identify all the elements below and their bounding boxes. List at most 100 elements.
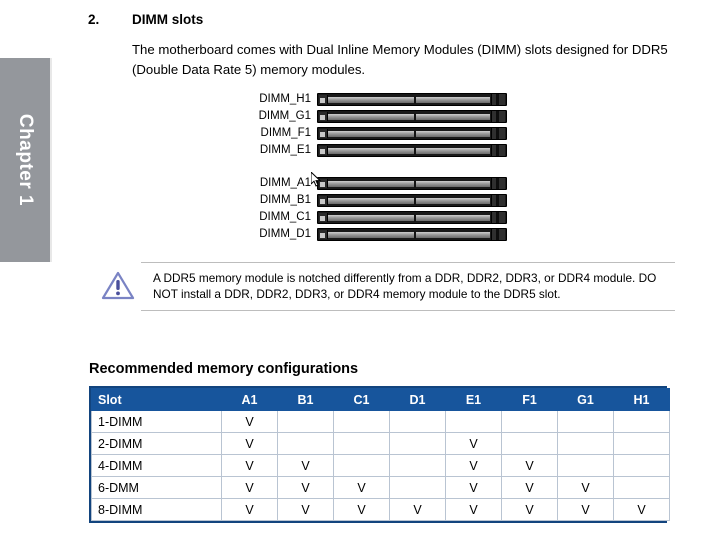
config-cell: V — [221, 476, 278, 499]
dimm-slot-rail — [328, 232, 490, 238]
config-cell — [445, 410, 502, 433]
dimm-slot-label: DIMM_G1 — [258, 110, 311, 122]
note-box: A DDR5 memory module is notched differen… — [95, 262, 675, 311]
config-cell: V — [221, 454, 278, 477]
config-cell: V — [333, 476, 390, 499]
dimm-slot-row: DIMM_A1 — [255, 176, 515, 191]
dimm-slot-notch — [413, 231, 416, 239]
config-cell — [389, 432, 446, 455]
dimm-group-bottom: DIMM_A1 DIMM_B1 DIMM_C1 — [255, 176, 515, 242]
table-row: 2-DIMM V V — [91, 432, 670, 455]
dimm-slot-rail — [328, 181, 490, 187]
dimm-slot-graphic — [317, 127, 507, 140]
memory-config-table: Slot A1 B1 C1 D1 E1 F1 G1 H1 1-DIMM V — [91, 388, 670, 521]
config-cell: V — [277, 498, 334, 521]
dimm-slot-graphic — [317, 177, 507, 190]
config-cell — [389, 410, 446, 433]
dimm-slot-clip-left — [319, 230, 328, 239]
config-cell — [389, 476, 446, 499]
dimm-slot-clip-left — [319, 179, 328, 188]
dimm-slot-rail — [328, 97, 490, 103]
table-heading: Recommended memory configurations — [89, 361, 359, 377]
config-cell: V — [445, 498, 502, 521]
config-cell: V — [557, 498, 614, 521]
config-cell: V — [557, 476, 614, 499]
dimm-slot-graphic — [317, 110, 507, 123]
config-cell: V — [221, 410, 278, 433]
config-cell — [333, 410, 390, 433]
memory-config-table-wrapper: Slot A1 B1 C1 D1 E1 F1 G1 H1 1-DIMM V — [89, 386, 670, 523]
dimm-slot-clip-right — [491, 145, 505, 156]
page-title: 2. DIMM slots — [88, 12, 688, 30]
config-cell: V — [221, 432, 278, 455]
table-header-b1: B1 — [277, 388, 334, 411]
table-header-d1: D1 — [389, 388, 446, 411]
chapter-tab: Chapter 1 — [0, 58, 52, 262]
dimm-slot-notch — [413, 180, 416, 188]
config-cell — [557, 454, 614, 477]
warning-triangle-icon — [95, 262, 141, 301]
chapter-tab-label: Chapter 1 — [15, 113, 37, 207]
dimm-slot-clip-right — [491, 178, 505, 189]
dimm-slot-row: DIMM_E1 — [255, 143, 515, 158]
dimm-slot-row: DIMM_F1 — [255, 126, 515, 141]
section-number: 2. — [88, 12, 100, 27]
config-name: 8-DIMM — [91, 498, 222, 521]
table-header-g1: G1 — [557, 388, 614, 411]
dimm-slot-rail — [328, 198, 490, 204]
config-cell — [277, 432, 334, 455]
config-cell — [557, 432, 614, 455]
table-row: 8-DIMM V V V V V V V V — [91, 498, 670, 521]
config-cell — [501, 410, 558, 433]
config-cell: V — [613, 498, 670, 521]
config-cell: V — [501, 476, 558, 499]
dimm-slot-graphic — [317, 144, 507, 157]
dimm-slot-notch — [413, 214, 416, 222]
config-cell — [389, 454, 446, 477]
dimm-slot-row: DIMM_G1 — [255, 109, 515, 124]
note-content: A DDR5 memory module is notched differen… — [141, 262, 675, 311]
table-header-row: Slot A1 B1 C1 D1 E1 F1 G1 H1 — [91, 388, 670, 411]
dimm-group-top: DIMM_H1 DIMM_G1 DIMM_F1 — [255, 92, 515, 158]
dimm-slot-rail — [328, 148, 490, 154]
dimm-slot-clip-right — [491, 212, 505, 223]
dimm-slot-graphic — [317, 194, 507, 207]
dimm-slot-label: DIMM_D1 — [259, 228, 311, 240]
dimm-slot-clip-right — [491, 94, 505, 105]
dimm-slot-label: DIMM_A1 — [259, 177, 311, 189]
section-body-text: The motherboard comes with Dual Inline M… — [132, 42, 668, 77]
dimm-slot-label: DIMM_F1 — [260, 127, 311, 139]
dimm-slot-graphic — [317, 211, 507, 224]
config-cell — [613, 476, 670, 499]
config-cell: V — [501, 454, 558, 477]
config-cell — [501, 432, 558, 455]
config-cell — [613, 410, 670, 433]
dimm-slot-label: DIMM_E1 — [259, 144, 311, 156]
dimm-slot-label: DIMM_C1 — [259, 211, 311, 223]
config-name: 6-DMM — [91, 476, 222, 499]
dimm-slot-clip-right — [491, 195, 505, 206]
mouse-cursor-icon — [311, 172, 322, 187]
config-cell — [613, 432, 670, 455]
config-cell: V — [221, 498, 278, 521]
dimm-slot-row: DIMM_D1 — [255, 227, 515, 242]
config-name: 1-DIMM — [91, 410, 222, 433]
config-cell: V — [445, 476, 502, 499]
dimm-slot-notch — [413, 113, 416, 121]
dimm-slot-clip-left — [319, 129, 328, 138]
table-row: 1-DIMM V — [91, 410, 670, 433]
table-header-c1: C1 — [333, 388, 390, 411]
config-name: 2-DIMM — [91, 432, 222, 455]
section-title: DIMM slots — [132, 12, 204, 27]
dimm-slot-clip-right — [491, 229, 505, 240]
config-cell: V — [277, 476, 334, 499]
dimm-slot-clip-left — [319, 196, 328, 205]
config-cell — [613, 454, 670, 477]
dimm-slot-clip-right — [491, 111, 505, 122]
note-text: A DDR5 memory module is notched differen… — [153, 271, 657, 301]
dimm-slot-rail — [328, 215, 490, 221]
dimm-slot-label: DIMM_B1 — [259, 194, 311, 206]
config-cell — [333, 432, 390, 455]
dimm-slot-notch — [413, 130, 416, 138]
table-header-e1: E1 — [445, 388, 502, 411]
